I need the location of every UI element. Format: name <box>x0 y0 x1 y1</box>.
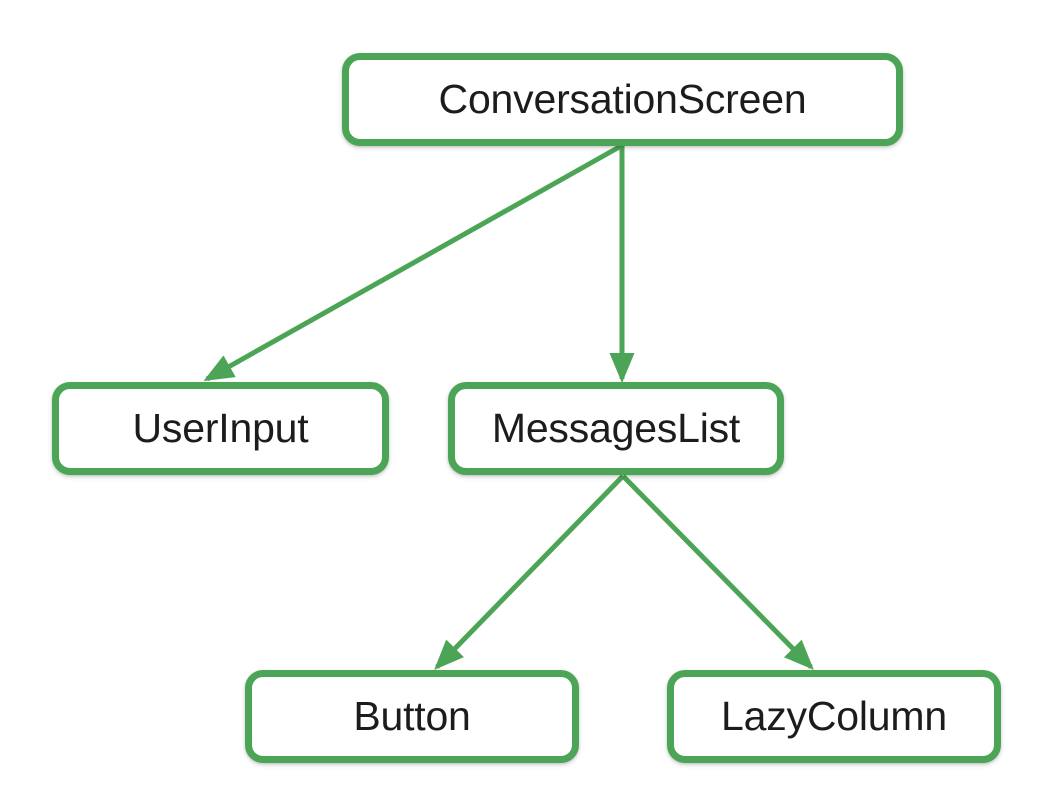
node-label-user-input: UserInput <box>132 405 309 451</box>
node-button[interactable]: Button <box>245 670 579 763</box>
node-label-conversation-screen: ConversationScreen <box>438 76 807 122</box>
edge-messageslist-button <box>434 474 625 670</box>
node-label-lazy-column: LazyColumn <box>721 693 947 739</box>
edge-messageslist-lazycolumn <box>621 474 814 670</box>
node-conversation-screen[interactable]: ConversationScreen <box>342 53 903 146</box>
edge-conversationscreen-userinput <box>203 143 623 382</box>
node-messages-list[interactable]: MessagesList <box>448 382 784 475</box>
node-label-button: Button <box>353 693 471 739</box>
node-lazy-column[interactable]: LazyColumn <box>667 670 1001 763</box>
node-label-messages-list: MessagesList <box>491 405 741 451</box>
node-user-input[interactable]: UserInput <box>52 382 389 475</box>
